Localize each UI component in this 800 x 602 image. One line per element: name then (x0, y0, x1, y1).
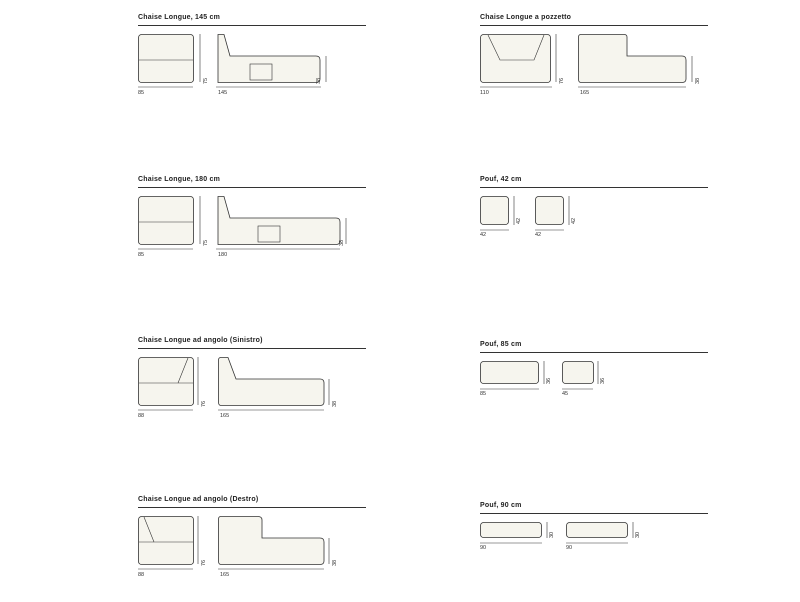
front-view (138, 196, 194, 245)
side-width-label: 145 (218, 90, 228, 96)
front-height-label: 75 (203, 77, 209, 84)
pouf-view-b (566, 522, 628, 538)
side-height-label: 38 (332, 559, 338, 566)
title-rule (480, 513, 708, 514)
side-height-label: 38 (316, 77, 322, 84)
pouf-a-height-label: 30 (549, 531, 555, 538)
section-title: Pouf, 85 cm (480, 341, 522, 348)
front-height-label: 76 (201, 400, 207, 407)
title-rule (138, 348, 366, 349)
front-width-label: 110 (480, 90, 489, 96)
dimension-lines (138, 196, 347, 250)
pouf-a-height-label: 36 (546, 377, 552, 384)
front-height-label: 75 (203, 239, 209, 246)
section-title: Pouf, 90 cm (480, 502, 522, 509)
front-view (480, 34, 551, 83)
side-view (217, 196, 341, 245)
section-title: Pouf, 42 cm (480, 176, 522, 183)
pouf-view-a (480, 522, 542, 538)
pouf-b-width-label: 45 (562, 391, 569, 397)
section-chaise-longue-145: Chaise Longue, 145 cm 85 75 145 38 (138, 14, 368, 114)
front-height-label: 76 (201, 559, 207, 566)
dimension-lines (480, 196, 570, 231)
dimension-lines (480, 522, 634, 544)
front-width-label: 88 (138, 572, 145, 578)
pouf-b-width-label: 90 (566, 545, 573, 551)
side-width-label: 165 (220, 572, 230, 578)
side-height-label: 38 (332, 400, 338, 407)
section-chaise-longue-pozzetto: Chaise Longue a pozzetto 110 76 165 38 (480, 14, 710, 114)
side-view (217, 34, 321, 83)
pouf-b-height-label: 36 (600, 377, 606, 384)
title-rule (138, 25, 366, 26)
section-title: Chaise Longue ad angolo (Destro) (138, 496, 259, 503)
title-rule (480, 25, 708, 26)
pouf-b-height-label: 30 (635, 531, 641, 538)
side-view (218, 357, 325, 406)
side-height-label: 38 (695, 77, 701, 84)
side-view (218, 516, 325, 565)
pouf-view-b (535, 196, 564, 225)
pouf-b-width-label: 42 (535, 232, 542, 238)
side-height-label: 38 (339, 239, 345, 246)
pouf-a-width-label: 42 (480, 232, 487, 238)
pouf-view-b (562, 361, 594, 384)
side-width-label: 165 (220, 413, 230, 419)
dimension-lines (480, 361, 599, 390)
section-title: Chaise Longue ad angolo (Sinistro) (138, 337, 263, 344)
dimension-lines (138, 34, 327, 88)
pouf-a-width-label: 85 (480, 391, 487, 397)
section-title: Chaise Longue, 180 cm (138, 176, 221, 183)
title-rule (480, 352, 708, 353)
side-width-label: 180 (218, 252, 228, 258)
front-view (138, 516, 194, 565)
pouf-a-width-label: 90 (480, 545, 487, 551)
pouf-a-height-label: 42 (516, 217, 522, 224)
section-title: Chaise Longue, 145 cm (138, 14, 221, 21)
section-pouf-42: Pouf, 42 cm 42 42 42 42 (480, 176, 710, 276)
pouf-view-a (480, 361, 539, 384)
front-width-label: 85 (138, 90, 145, 96)
front-width-label: 88 (138, 413, 145, 419)
pouf-view-a (480, 196, 509, 225)
front-width-label: 85 (138, 252, 145, 258)
front-view (138, 357, 194, 406)
title-rule (138, 187, 366, 188)
front-height-label: 76 (559, 77, 565, 84)
front-view (138, 34, 194, 83)
side-width-label: 165 (580, 90, 590, 96)
section-pouf-85: Pouf, 85 cm 85 36 45 36 (480, 341, 710, 441)
section-chaise-longue-angolo-sinistro: Chaise Longue ad angolo (Sinistro) 88 76… (138, 337, 368, 437)
title-rule (480, 187, 708, 188)
dimension-lines (480, 34, 693, 88)
title-rule (138, 507, 366, 508)
section-chaise-longue-angolo-destro: Chaise Longue ad angolo (Destro) 88 76 1… (138, 496, 368, 596)
side-view (578, 34, 687, 83)
dimension-lines (138, 516, 330, 570)
section-chaise-longue-180: Chaise Longue, 180 cm 85 75 180 38 (138, 176, 368, 276)
pouf-b-height-label: 42 (571, 217, 577, 224)
section-title: Chaise Longue a pozzetto (480, 14, 572, 21)
section-pouf-90: Pouf, 90 cm 90 30 90 30 (480, 502, 710, 602)
dimension-lines (138, 357, 330, 411)
